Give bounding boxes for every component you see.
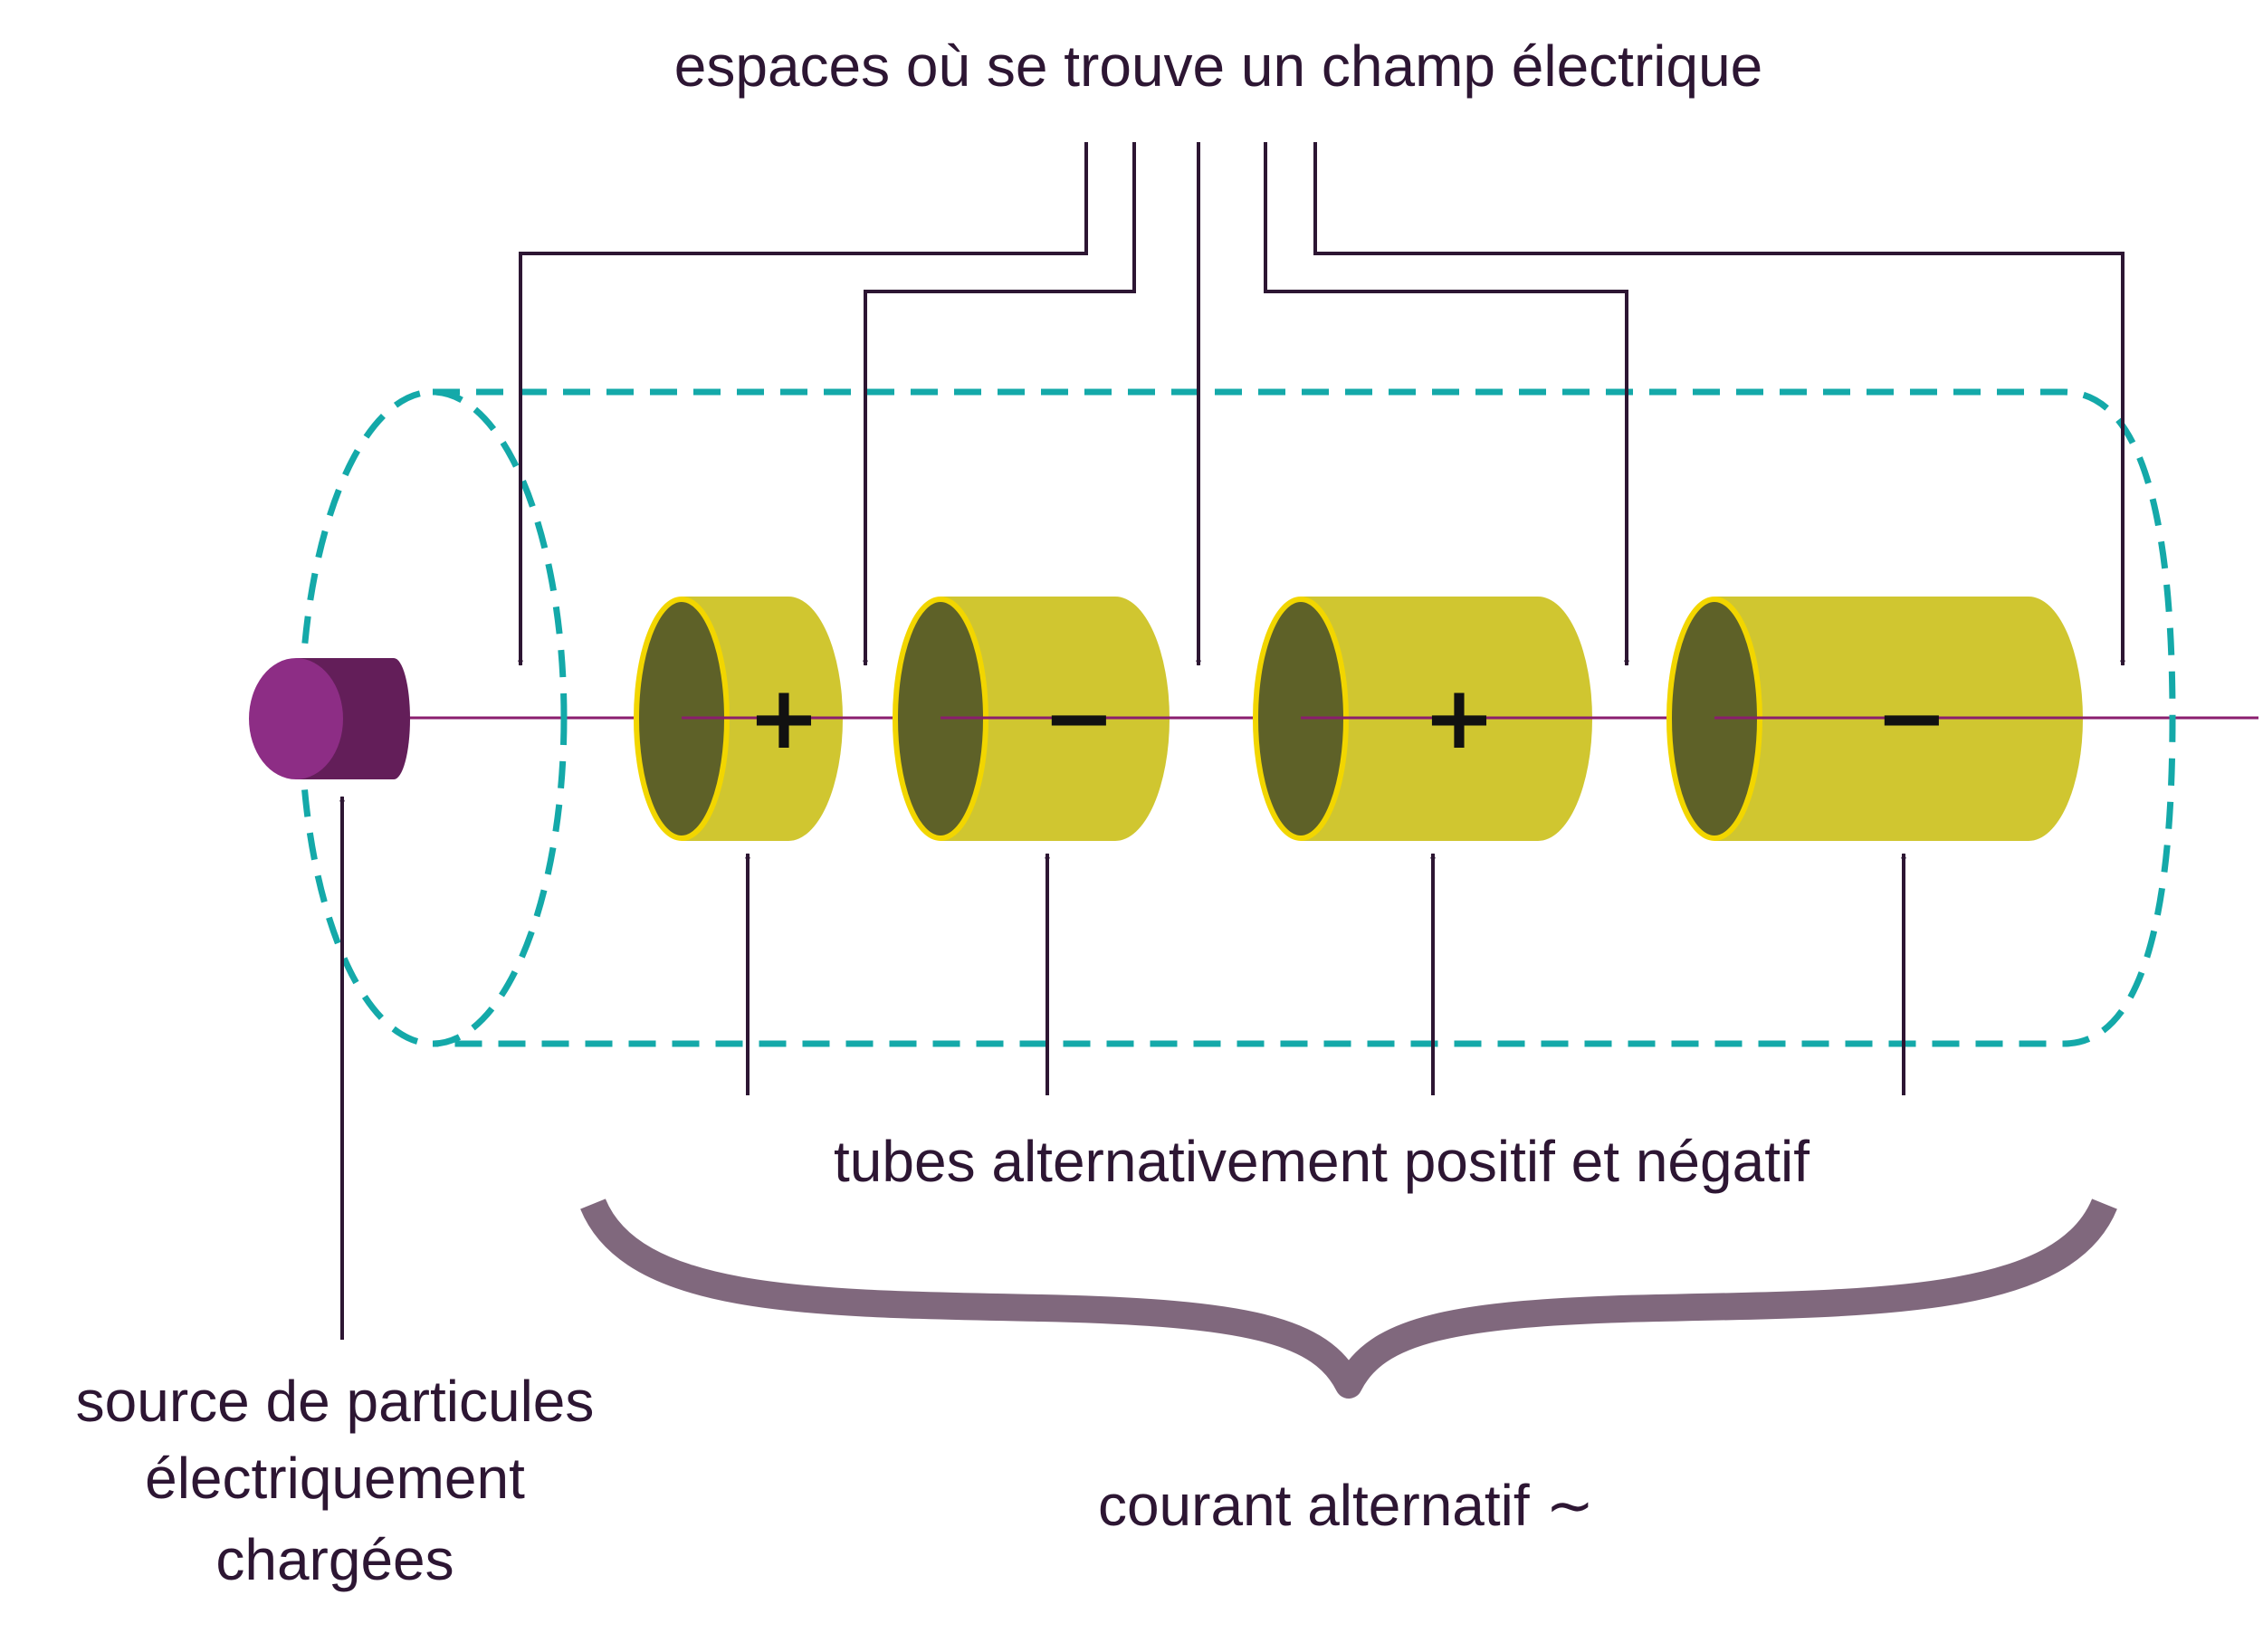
curly-brace	[580, 1198, 2117, 1399]
drift-tube-4-sign: −	[1876, 667, 1948, 769]
source-label-line3: chargées	[215, 1527, 454, 1592]
field-gap-arrows	[518, 142, 2125, 666]
drift-tube-2: −	[893, 597, 1170, 841]
field-gap-arrow-2	[863, 142, 1136, 666]
source-label-line1: source de particules	[76, 1369, 595, 1434]
field-gap-arrow-4	[1264, 142, 1629, 666]
tube-arrows	[745, 853, 1906, 1095]
field-gap-arrow-5	[1313, 142, 2125, 666]
current-label: courant alternatif ∼	[1098, 1473, 1594, 1538]
drift-tube-1-sign: +	[748, 667, 820, 769]
drift-tube-3-sign: +	[1423, 667, 1495, 769]
field-gaps-label: espaces où se trouve un champ électrique	[674, 33, 1763, 99]
drift-tube-2-sign: −	[1043, 667, 1115, 769]
drift-tube-4: −	[1666, 597, 2083, 841]
drift-tube-1: +	[634, 597, 843, 841]
tubes-label: tubes alternativement positif et négatif	[834, 1129, 1809, 1194]
field-gap-arrow-1	[518, 142, 1088, 666]
drift-tube-3: +	[1253, 597, 1592, 841]
particle-source	[249, 658, 410, 779]
source-label-line2: électriquement	[145, 1446, 525, 1511]
